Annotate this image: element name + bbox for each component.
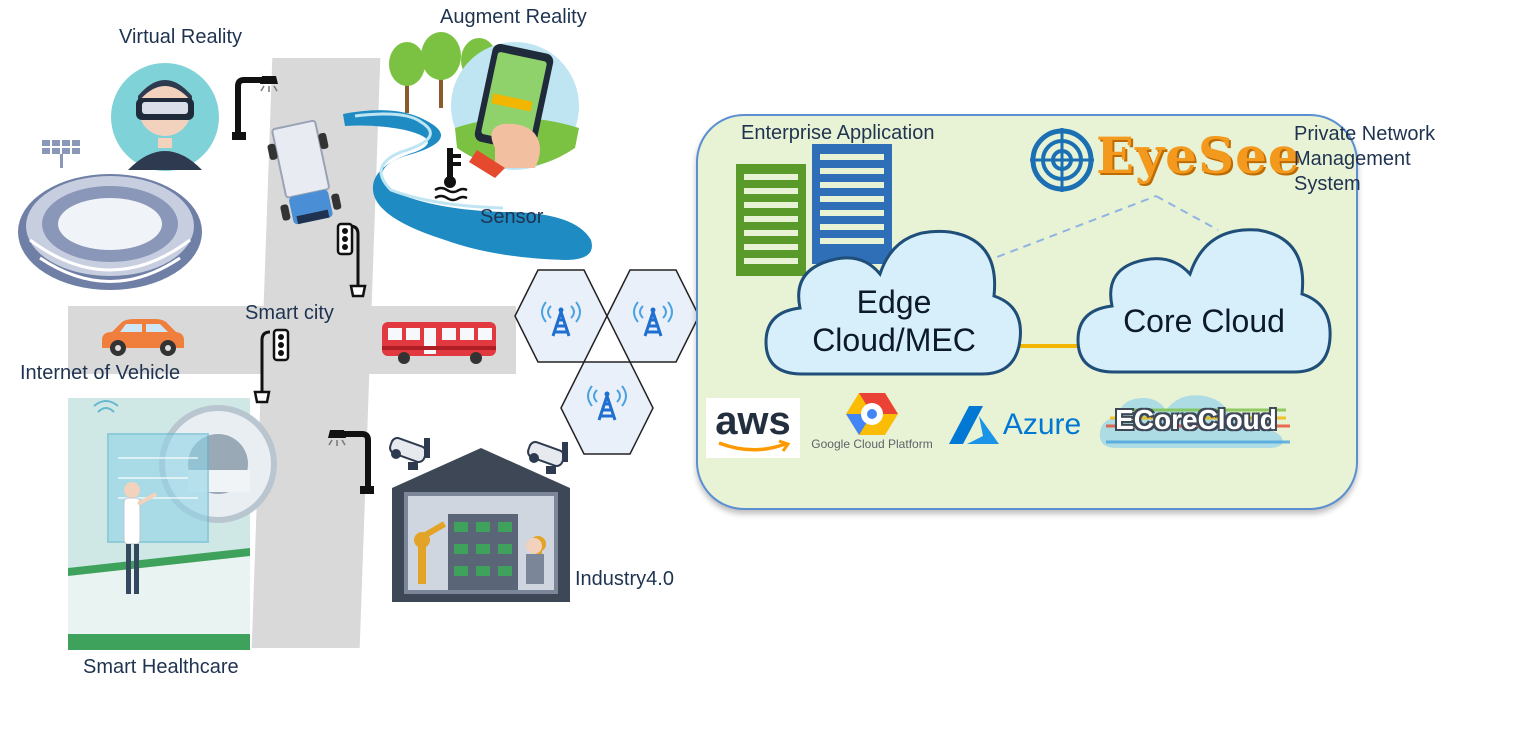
eyesee-logo-icon: [1030, 128, 1094, 192]
label-enterprise-application: Enterprise Application: [741, 122, 935, 144]
label-private-network-line2: Management: [1294, 148, 1411, 170]
cctv-camera-icon: [527, 441, 568, 474]
hex-cell: [606, 269, 700, 363]
edge-cloud-label: Edge Cloud/MEC: [772, 283, 1016, 359]
street-lamp-icon: [328, 430, 374, 494]
ecorecloud-logo: ECoreCloud: [1096, 388, 1296, 452]
eyesee-logo-text: EyeSee: [1096, 126, 1301, 185]
ar-phone-icon: [389, 32, 579, 178]
hex-cell: [560, 361, 654, 455]
cctv-camera-icon: [389, 437, 430, 470]
water-sensor-icon: [434, 148, 468, 202]
ecorecloud-text: ECoreCloud: [1115, 404, 1277, 435]
label-virtual-reality: Virtual Reality: [119, 26, 243, 48]
google-cloud-text: Google Cloud Platform: [811, 437, 933, 451]
azure-a-icon: [948, 406, 999, 444]
truck-icon: [267, 119, 342, 225]
google-cloud-hex-icon: [846, 393, 898, 435]
aws-smile-icon: [718, 439, 791, 452]
label-sensor: Sensor: [480, 206, 544, 228]
street-lamp-icon: [232, 76, 278, 140]
stadium-icon: [18, 140, 202, 290]
cloud-icon: [764, 229, 1022, 376]
cloud-link: [1012, 344, 1088, 348]
antenna-cluster: [514, 269, 700, 455]
label-augment-reality: Augment Reality: [440, 6, 587, 28]
label-smart-city: Smart city: [245, 302, 334, 324]
traffic-light-icon: [336, 222, 367, 298]
label-internet-of-vehicle: Internet of Vehicle: [20, 362, 181, 384]
aws-logo-text: aws: [715, 399, 791, 443]
building-icon: [736, 144, 892, 276]
label-private-network-line1: Private Network: [1294, 123, 1436, 145]
label-private-network: Private Network Management System: [1294, 122, 1435, 197]
edge-cloud-line2: Cloud/MEC: [812, 322, 976, 358]
google-cloud-logo: Google Cloud Platform: [806, 388, 938, 454]
traffic-light-icon: [253, 328, 290, 404]
vr-headset-icon: [111, 63, 219, 171]
factory-icon: [392, 448, 570, 602]
ecorecloud-cloud-icon: [1099, 395, 1290, 448]
azure-logo: Azure: [944, 402, 1086, 448]
mri-scanner-icon: [68, 398, 277, 650]
river-shape: [343, 110, 592, 261]
label-smart-healthcare: Smart Healthcare: [83, 656, 239, 678]
azure-text: Azure: [1002, 408, 1082, 441]
aws-logo: aws: [706, 398, 800, 458]
cloud-icon: [1076, 228, 1332, 374]
hex-cell: [514, 269, 608, 363]
bus-icon: [382, 322, 496, 364]
edge-cloud-line1: Edge: [856, 284, 932, 320]
core-cloud-label: Core Cloud: [1123, 303, 1285, 339]
label-industry: Industry4.0: [575, 568, 674, 590]
car-icon: [102, 319, 184, 356]
label-private-network-line3: System: [1294, 173, 1361, 195]
